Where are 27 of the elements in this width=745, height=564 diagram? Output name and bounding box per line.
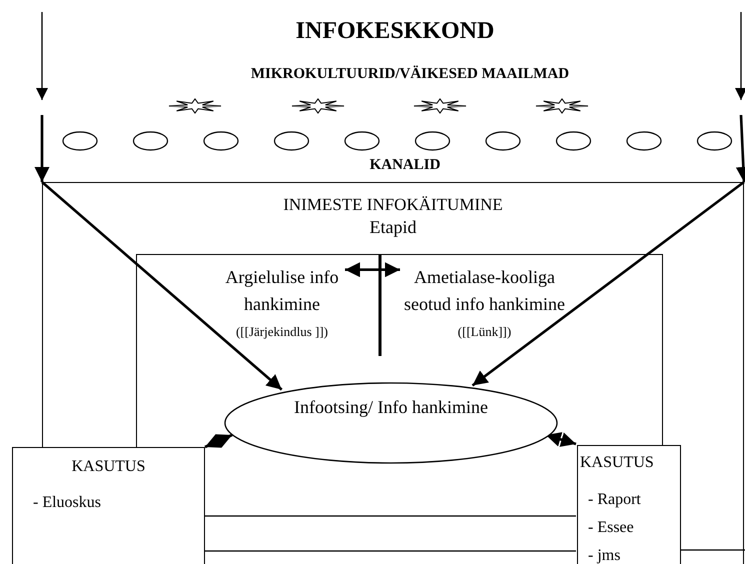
box-heading: KASUTUS xyxy=(580,454,654,472)
list-item: - jms xyxy=(588,547,620,564)
arrow xyxy=(41,181,283,391)
ellipse-node xyxy=(224,382,558,464)
arrow xyxy=(736,114,745,182)
arrow xyxy=(34,115,50,182)
section-label: KANALID xyxy=(368,157,442,174)
heading-text: INIMESTE INFOKÄITUMINE xyxy=(282,195,504,215)
arrow xyxy=(204,434,233,448)
usage-box xyxy=(12,447,205,564)
list-item: - Raport xyxy=(588,491,641,509)
note-text: ([[Järjekindlus ]]) xyxy=(234,324,330,340)
arrow xyxy=(345,262,400,278)
stage-label: Argielulise info hankimine xyxy=(224,266,340,316)
arrow xyxy=(546,432,576,447)
arrow xyxy=(472,180,745,387)
subheading-text: Etapid xyxy=(368,217,418,238)
usage-box xyxy=(577,445,681,564)
region-box xyxy=(42,182,744,564)
list-item: - Eluoskus xyxy=(33,494,101,512)
diagram-title: INFOKESKKOND xyxy=(294,18,496,45)
stage-label: Ametialase-kooliga seotud info hankimine xyxy=(403,266,566,316)
node-label: Infootsing/ Info hankimine xyxy=(293,396,489,419)
box-heading: KASUTUS xyxy=(70,458,146,476)
section-label: MIKROKULTUURID/VÄIKESED MAAILMAD xyxy=(250,66,570,83)
list-item: - Essee xyxy=(588,519,634,537)
note-text: ([[Lünk]]) xyxy=(456,324,512,340)
